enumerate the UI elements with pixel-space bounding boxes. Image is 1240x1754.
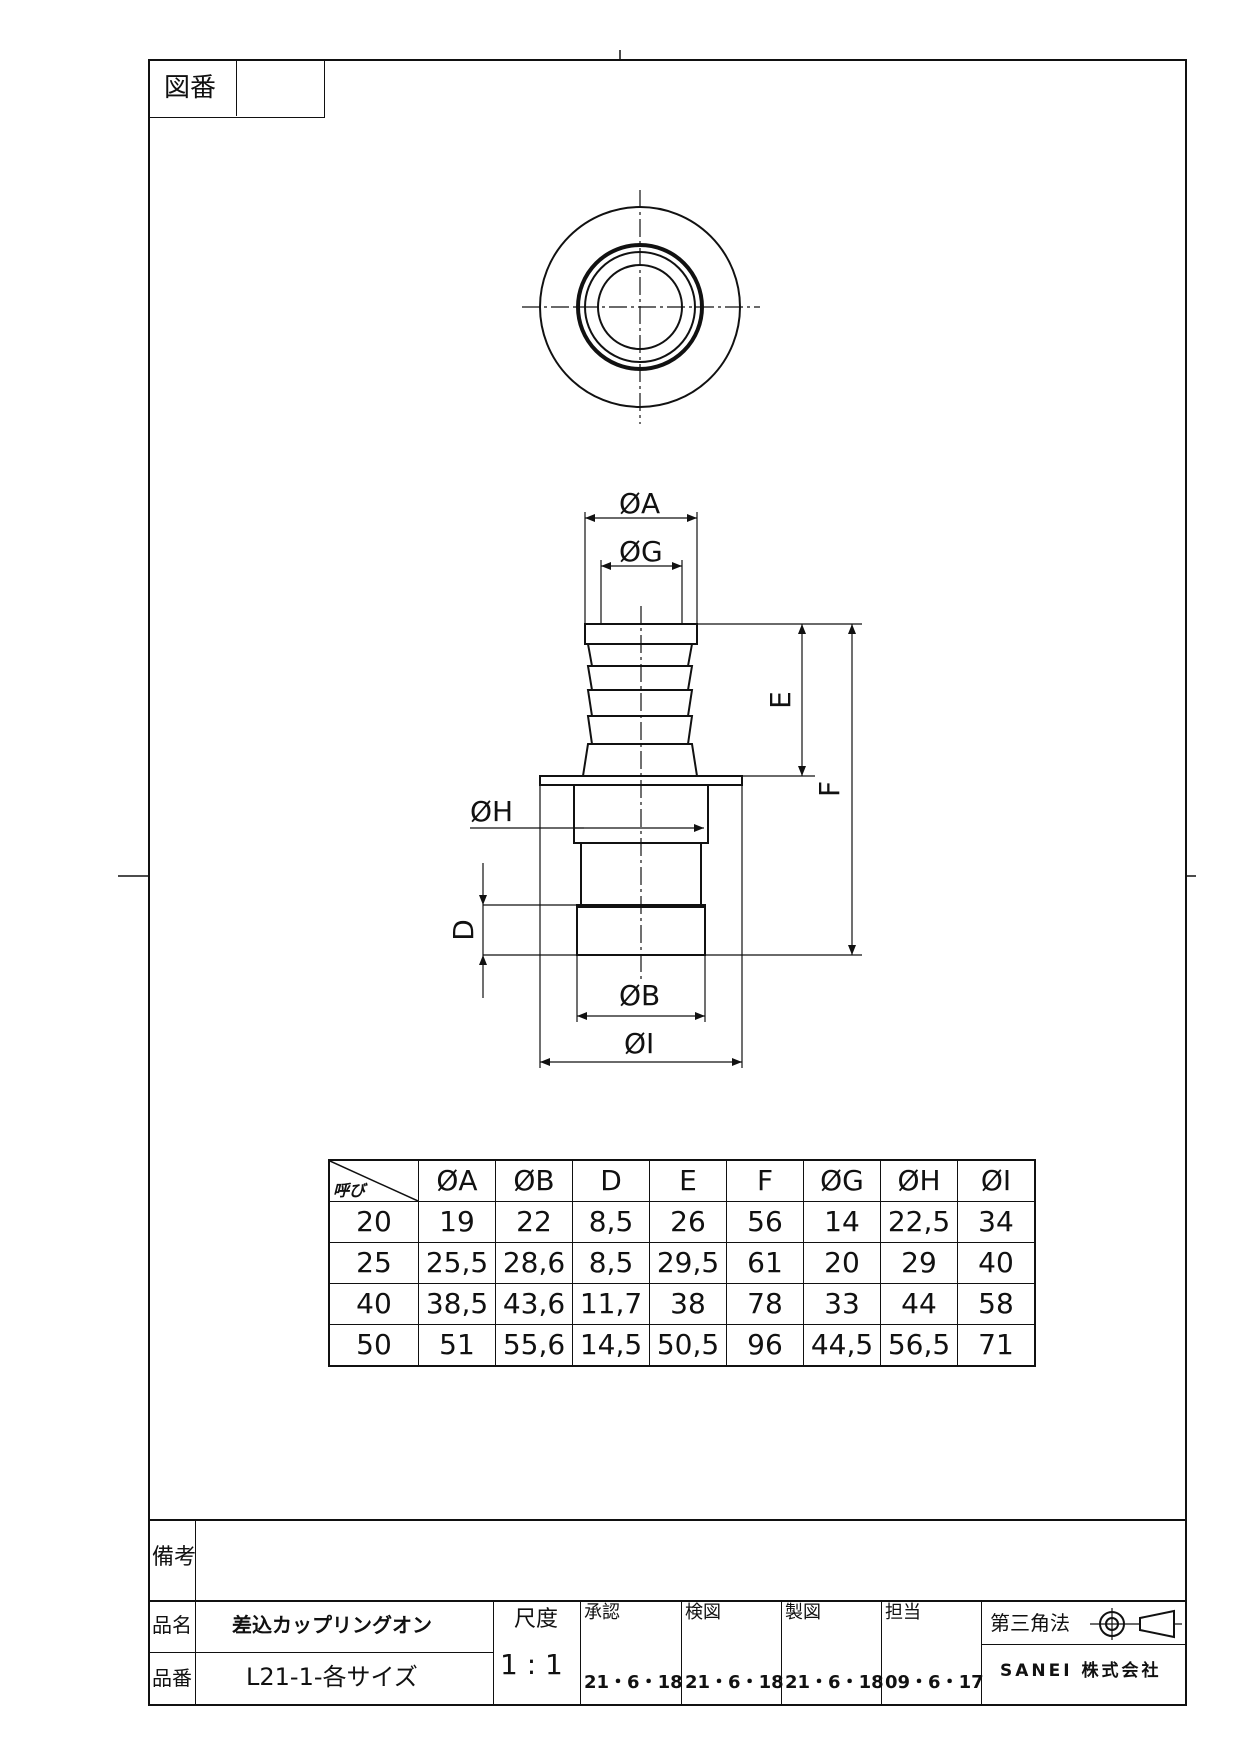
table-corner-label: 呼び [333,1181,366,1200]
table-cell: 58 [957,1283,1036,1325]
top-view-drawing [522,190,760,424]
drawing-number-label: 図番 [164,73,217,103]
table-size-cell: 40 [328,1283,419,1325]
table-cell: 34 [957,1201,1036,1243]
table-cell: 8,5 [572,1242,650,1284]
table-cell: 28,6 [495,1242,573,1284]
third-angle-projection-icon [1090,1608,1182,1640]
table-cell: 38,5 [418,1283,496,1325]
dim-label-b: ØB [619,979,661,1012]
table-cell: 43,6 [495,1283,573,1325]
charge-date: 09・6・17 [885,1672,984,1693]
title-block: 備考 品名 差込カップリングオン 品番 L21-1-各サイズ 尺度 1 : 1 … [148,1519,1187,1706]
table-header-cell: ØA [418,1159,496,1202]
table-row: 40 38,5 43,6 11,7 38 78 33 44 58 [328,1283,1036,1325]
table-header-cell: F [726,1159,804,1202]
dimension-table: 呼び ØA ØB D E F ØG ØH ØI 20 19 22 8,5 26 … [328,1159,1036,1367]
table-cell: 22 [495,1201,573,1243]
table-size-cell: 25 [328,1242,419,1284]
charge-label: 担当 [885,1602,921,1623]
table-cell: 44,5 [803,1324,881,1367]
approved-date: 21・6・18 [584,1672,683,1693]
dim-label-d: D [446,919,480,941]
table-cell: 14 [803,1201,881,1243]
table-corner-cell: 呼び [328,1159,419,1202]
dim-label-g: ØG [619,535,663,568]
table-cell: 38 [649,1283,727,1325]
table-cell: 20 [803,1242,881,1284]
projection-label: 第三角法 [990,1611,1070,1635]
company-name: SANEI 株式会社 [1000,1661,1162,1681]
table-cell: 29,5 [649,1242,727,1284]
drawn-date: 21・6・18 [785,1672,884,1693]
scale-value: 1 : 1 [500,1648,563,1681]
table-cell: 11,7 [572,1283,650,1325]
table-header-row: 呼び ØA ØB D E F ØG ØH ØI [328,1159,1036,1202]
table-header-cell: ØI [957,1159,1036,1202]
table-row: 25 25,5 28,6 8,5 29,5 61 20 29 40 [328,1242,1036,1284]
checked-label: 検図 [685,1602,721,1623]
table-cell: 61 [726,1242,804,1284]
table-size-cell: 20 [328,1201,419,1243]
table-cell: 96 [726,1324,804,1367]
dim-label-h: ØH [470,795,514,828]
table-row: 50 51 55,6 14,5 50,5 96 44,5 56,5 71 [328,1324,1036,1367]
table-cell: 78 [726,1283,804,1325]
table-header-cell: ØB [495,1159,573,1202]
table-cell: 56 [726,1201,804,1243]
table-cell: 8,5 [572,1201,650,1243]
table-cell: 40 [957,1242,1036,1284]
table-cell: 55,6 [495,1324,573,1367]
checked-date: 21・6・18 [685,1672,784,1693]
corner-diagonal [330,1161,418,1201]
approved-label: 承認 [584,1602,620,1623]
remarks-label: 備考 [152,1545,197,1570]
table-cell: 56,5 [880,1324,958,1367]
side-view-drawing [470,512,862,1068]
table-size-cell: 50 [328,1324,419,1367]
product-name-value: 差込カップリングオン [232,1613,432,1637]
table-cell: 71 [957,1324,1036,1367]
product-name-label: 品名 [152,1613,192,1637]
table-cell: 51 [418,1324,496,1367]
table-cell: 50,5 [649,1324,727,1367]
table-row: 20 19 22 8,5 26 56 14 22,5 34 [328,1201,1036,1243]
table-cell: 29 [880,1242,958,1284]
scale-label: 尺度 [514,1607,559,1632]
product-number-value: L21-1-各サイズ [246,1663,418,1691]
dim-label-e: E [763,691,797,709]
table-header-cell: E [649,1159,727,1202]
dim-label-f: F [813,780,847,798]
table-cell: 25,5 [418,1242,496,1284]
table-header-cell: D [572,1159,650,1202]
drawing-number-box: 図番 [148,59,325,118]
dim-label-i: ØI [624,1027,655,1060]
drawing-frame [148,59,1187,1706]
table-cell: 19 [418,1201,496,1243]
dim-label-a: ØA [619,487,661,520]
table-cell: 22,5 [880,1201,958,1243]
table-cell: 33 [803,1283,881,1325]
product-number-label: 品番 [152,1666,192,1690]
table-cell: 14,5 [572,1324,650,1367]
table-header-cell: ØG [803,1159,881,1202]
table-cell: 26 [649,1201,727,1243]
drawn-label: 製図 [785,1602,821,1623]
table-header-cell: ØH [880,1159,958,1202]
table-cell: 44 [880,1283,958,1325]
